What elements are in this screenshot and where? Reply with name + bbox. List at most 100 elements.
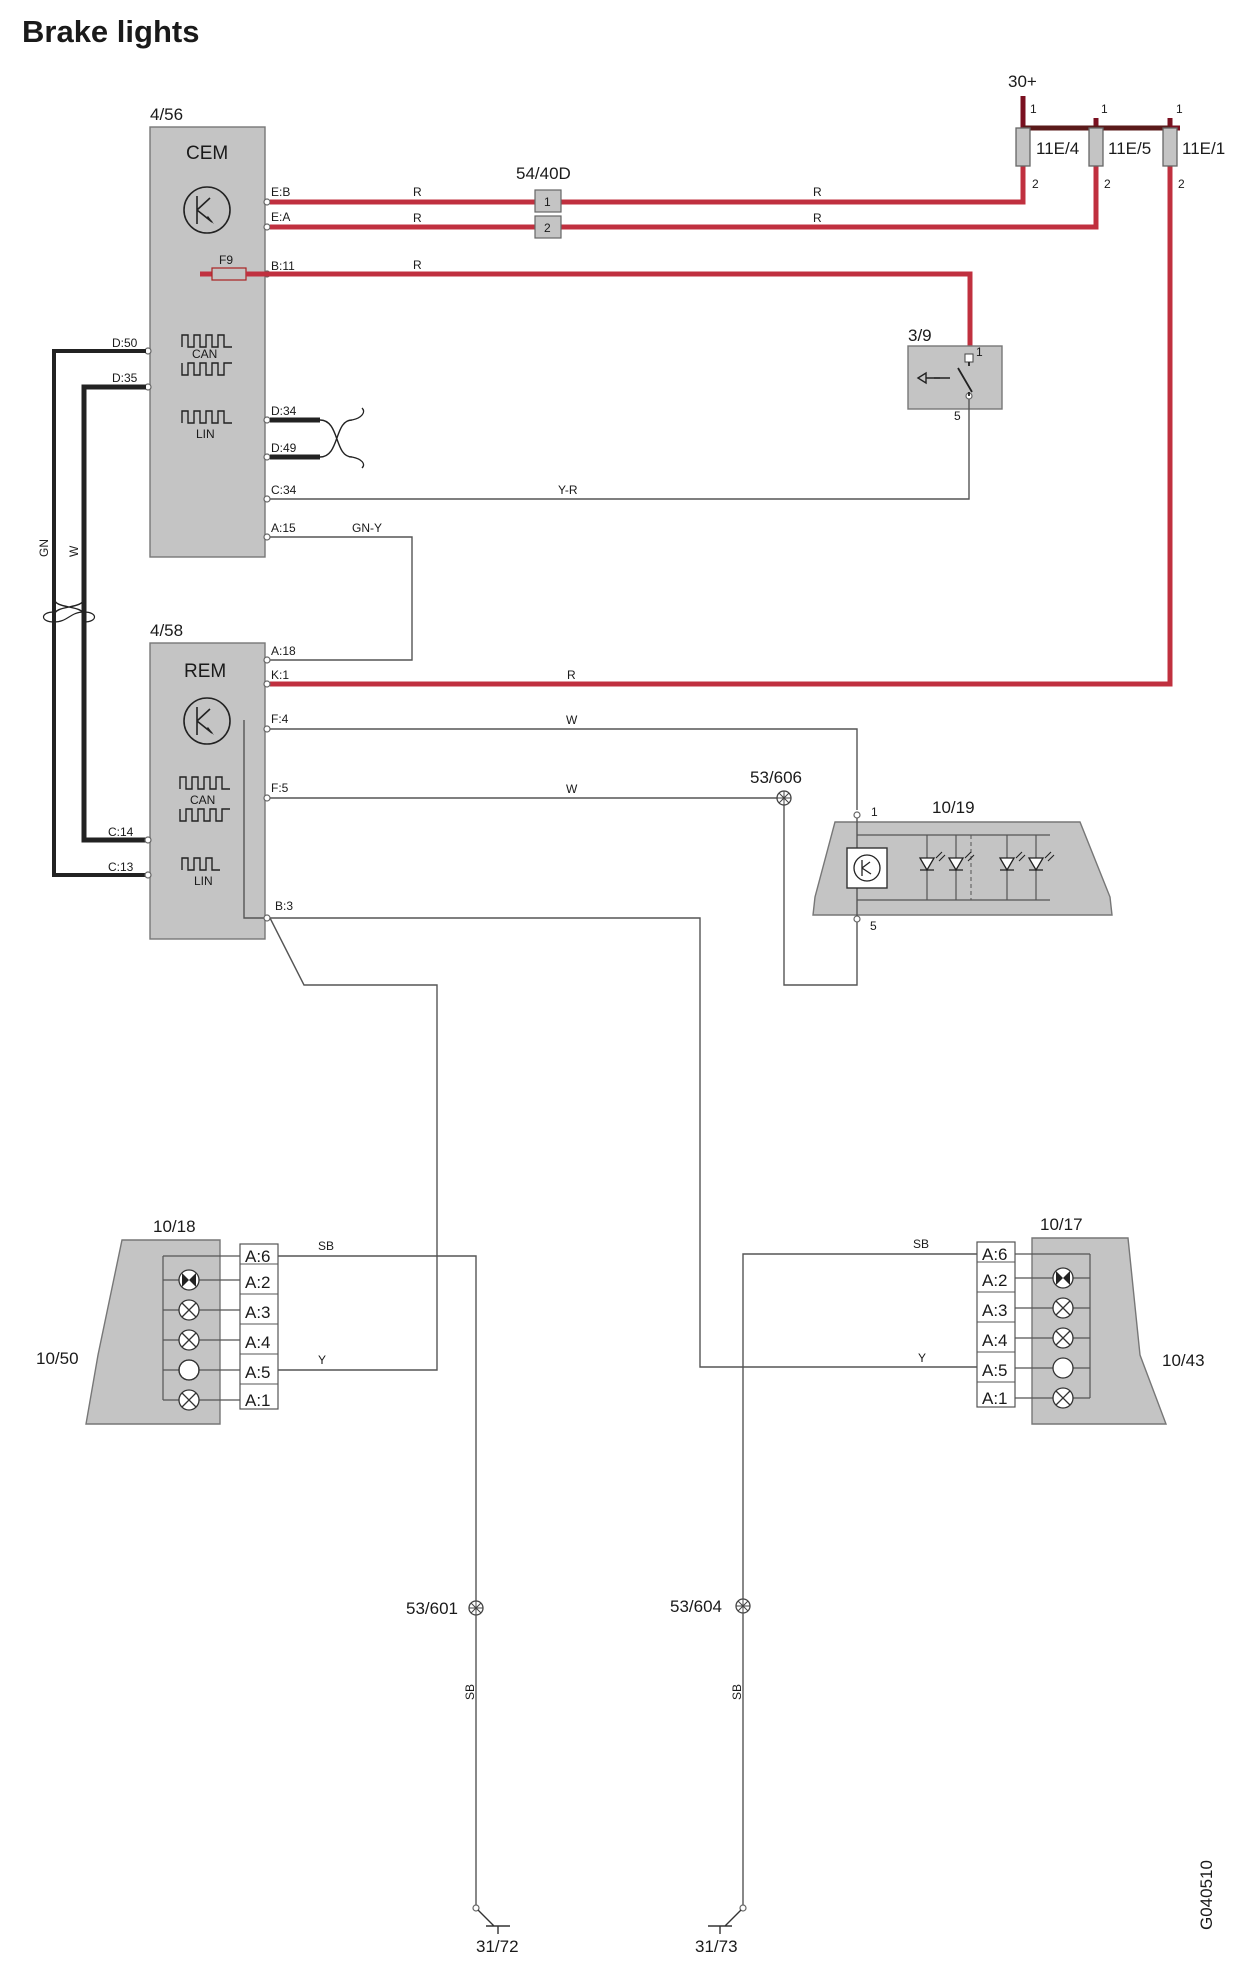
cem-can-label: CAN xyxy=(192,347,217,361)
left-lamp-pin-a3: A:3 xyxy=(245,1303,271,1322)
splice-604-label: 53/604 xyxy=(670,1597,722,1616)
high-brake-light-pin-bottom: 5 xyxy=(870,919,877,933)
rem-pin-f4: F:4 xyxy=(271,712,289,726)
brake-switch-ref: 3/9 xyxy=(908,326,932,345)
document-id: G040510 xyxy=(1197,1860,1216,1930)
right-lamp-pin-a6: A:6 xyxy=(982,1245,1008,1264)
wire-label-r-6: R xyxy=(567,668,576,682)
cem-pin-eb: E:B xyxy=(271,185,290,199)
fuse-11e4-label: 11E/4 xyxy=(1036,139,1079,158)
high-brake-light: 10/19 1 5 xyxy=(812,798,1113,933)
wire-label-sb-right: SB xyxy=(913,1237,929,1251)
wire-label-r-1: R xyxy=(413,185,422,199)
wire-b3-left xyxy=(269,917,438,1371)
cem-ref: 4/56 xyxy=(150,105,183,124)
right-lamp-pin-a5: A:5 xyxy=(982,1361,1008,1380)
left-lamp-pin-a6: A:6 xyxy=(245,1247,271,1266)
cem-can-high-icon xyxy=(181,334,232,348)
left-lamp-pin-a2: A:2 xyxy=(245,1273,271,1292)
wire-f4-highlight xyxy=(270,728,858,810)
fuse-11e5-pin-top: 1 xyxy=(1101,102,1108,116)
wire-label-w-2: W xyxy=(566,782,578,796)
rem-box xyxy=(149,642,266,940)
brake-switch: 3/9 1 5 xyxy=(907,326,1003,423)
cem-lin-label: LIN xyxy=(196,427,215,441)
rem-can-low-icon xyxy=(179,808,230,822)
wire-label-gny: GN-Y xyxy=(352,521,382,535)
left-lamp-pin-a4: A:4 xyxy=(245,1333,271,1352)
cem-pin-d34: D:34 xyxy=(271,404,297,418)
connector-pin-2: 2 xyxy=(544,221,551,235)
wire-label-yr: Y-R xyxy=(558,483,578,497)
wire-label-r-2: R xyxy=(813,185,822,199)
right-lamp-pin-a4: A:4 xyxy=(982,1331,1008,1350)
wire-label-r-5: R xyxy=(413,258,422,272)
cem-pin-d50: D:50 xyxy=(112,336,138,350)
right-lamp-pin-a2: A:2 xyxy=(982,1271,1008,1290)
rem-pin-c14: C:14 xyxy=(108,825,134,839)
wire-right-ground xyxy=(742,1253,977,1604)
wire-label-y-left: Y xyxy=(318,1353,326,1367)
right-rear-lamp: 10/17 10/43 A:6 A:2 A:3 A:4 A:5 A:1 SB Y xyxy=(742,1215,1205,1604)
rem-lin-label: LIN xyxy=(194,874,213,888)
left-lamp-side-ref: 10/50 xyxy=(36,1349,79,1368)
cem-pin-b11: B:11 xyxy=(271,259,295,273)
fuse-11e1-label: 11E/1 xyxy=(1182,139,1225,158)
left-lamp-ref: 10/18 xyxy=(153,1217,196,1236)
right-lamp-pin-a3: A:3 xyxy=(982,1301,1008,1320)
cem-pin-ea: E:A xyxy=(271,210,290,224)
high-brake-light-ref: 10/19 xyxy=(932,798,975,817)
rem-ref: 4/58 xyxy=(150,621,183,640)
ground-left-icon xyxy=(477,1909,510,1934)
brake-switch-pin-top: 1 xyxy=(976,345,983,359)
connector-pin-1: 1 xyxy=(544,195,551,209)
fuse-11e4 xyxy=(1015,127,1031,167)
cem-transistor-icon xyxy=(183,186,231,234)
cem-pin-d35: D:35 xyxy=(112,371,138,385)
red-wires: R R R R R R xyxy=(246,176,1173,687)
ground-right-icon xyxy=(708,1909,742,1934)
cem-pin-d49: D:49 xyxy=(271,441,297,455)
switch-contact-icon xyxy=(957,362,973,396)
wire-can-w xyxy=(81,384,146,843)
fuse-11e1-pin-top: 1 xyxy=(1176,102,1183,116)
rem-pin-b3: B:3 xyxy=(275,899,293,913)
cem-pin-c34: C:34 xyxy=(271,483,297,497)
wire-label-sb-left: SB xyxy=(318,1239,334,1253)
ground-left-label: 31/72 xyxy=(476,1937,519,1956)
rem-output-wires: W W xyxy=(269,713,978,1371)
fuse-11e1 xyxy=(1162,127,1178,167)
fuse-11e5 xyxy=(1088,127,1104,167)
rem-name: REM xyxy=(184,661,226,682)
cem-fuse-label: F9 xyxy=(219,253,233,267)
wire-eb-11e4 xyxy=(270,176,1026,205)
cem-box xyxy=(149,126,266,558)
can-bus-wires: GN W xyxy=(37,349,146,877)
splice-606-label: 53/606 xyxy=(750,768,802,787)
page-title: Brake lights xyxy=(22,14,199,49)
fuse-11e5-label: 11E/5 xyxy=(1108,139,1151,158)
cem-can-low-icon xyxy=(181,362,232,376)
fuse-11e1-pin-bottom: 2 xyxy=(1178,177,1185,191)
right-lamp-side-ref: 10/43 xyxy=(1162,1351,1205,1370)
rem-pin-c13: C:13 xyxy=(108,860,134,874)
wire-k1-11e1 xyxy=(270,176,1173,687)
high-brake-light-pin-top: 1 xyxy=(871,805,878,819)
right-lamp-bulbs xyxy=(1052,1267,1074,1409)
cem-name: CEM xyxy=(186,143,228,164)
splice-53-606: 53/606 xyxy=(750,768,802,806)
fuse-11e4-pin-top: 1 xyxy=(1030,102,1037,116)
wire-a15-a18 xyxy=(270,536,413,661)
splice-601-label: 53/601 xyxy=(406,1599,458,1618)
twist-icon xyxy=(42,611,96,623)
left-lamp-bulbs xyxy=(178,1269,200,1411)
ground-splices: 53/601 SB 53/604 SB xyxy=(406,1597,751,1906)
cem-lin-icon xyxy=(181,410,232,424)
cem-pin-a15: A:15 xyxy=(271,521,296,535)
wire-splice-highlight xyxy=(783,798,858,986)
left-rear-lamp: 10/18 10/50 A:6 A:2 A:3 A:4 A:5 A:1 xyxy=(36,1217,477,1604)
wire-label-w-1: W xyxy=(566,713,578,727)
wire-label-sb-left-ground: SB xyxy=(463,1684,477,1700)
connector-ref: 54/40D xyxy=(516,164,571,183)
